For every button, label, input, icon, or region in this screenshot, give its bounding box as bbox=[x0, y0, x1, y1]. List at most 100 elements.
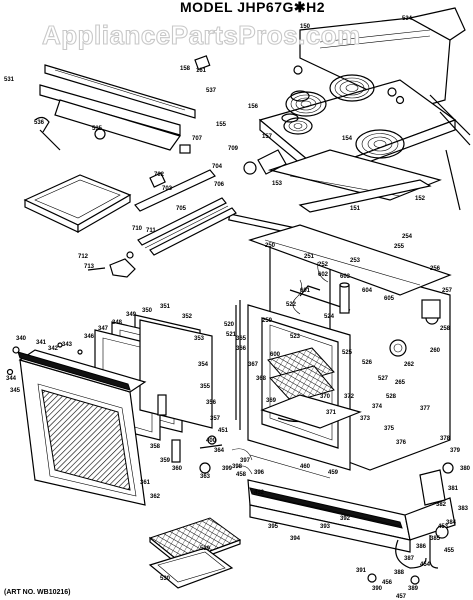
part-number-label: 344 bbox=[6, 376, 17, 382]
part-number-label: 534 bbox=[402, 16, 413, 22]
part-number-label: 389 bbox=[408, 586, 419, 592]
part-number-label: 525 bbox=[342, 350, 353, 356]
part-number-label: 255 bbox=[394, 244, 405, 250]
part-number-label: 251 bbox=[304, 254, 315, 260]
part-number-label: 392 bbox=[340, 516, 351, 522]
part-number-label: 385 bbox=[430, 536, 441, 542]
part-number-label: 382 bbox=[436, 502, 447, 508]
part-number-label: 358 bbox=[150, 444, 161, 450]
part-number-label: 384 bbox=[446, 520, 457, 526]
part-number-label: 601 bbox=[300, 288, 311, 294]
part-number-label: 537 bbox=[206, 88, 217, 94]
part-number-label: 342 bbox=[48, 346, 59, 352]
part-number-label: 705 bbox=[176, 206, 187, 212]
part-number-label: 528 bbox=[386, 394, 397, 400]
part-number-label: 703 bbox=[162, 186, 173, 192]
part-number-label: 706 bbox=[214, 182, 225, 188]
part-number-label: 259 bbox=[262, 318, 273, 324]
part-number-label: 535 bbox=[92, 126, 103, 132]
part-number-label: 381 bbox=[448, 486, 459, 492]
part-number-label: 397 bbox=[240, 458, 251, 464]
part-number-label: 387 bbox=[404, 556, 415, 562]
part-number-label: 712 bbox=[78, 254, 89, 260]
part-number-label: 455 bbox=[444, 548, 455, 554]
part-number-label: 380 bbox=[460, 466, 471, 472]
surface-burner-right-front bbox=[355, 129, 405, 159]
oven-slides bbox=[87, 144, 287, 278]
trim-assembly bbox=[34, 55, 211, 151]
part-number-label: 258 bbox=[440, 326, 451, 332]
part-number-label: 254 bbox=[402, 234, 413, 240]
part-number-label: 375 bbox=[384, 426, 395, 432]
part-number-label: 369 bbox=[266, 398, 277, 404]
part-number-label: 364 bbox=[214, 448, 225, 454]
part-number-label: 343 bbox=[62, 342, 73, 348]
surface-burner-right-rear bbox=[329, 74, 375, 102]
part-number-label: 352 bbox=[182, 314, 193, 320]
part-number-label: 399 bbox=[222, 466, 233, 472]
part-number-label: 262 bbox=[404, 362, 415, 368]
part-number-label: 536 bbox=[34, 120, 45, 126]
part-number-label: 250 bbox=[265, 243, 276, 249]
part-number-label: 523 bbox=[290, 334, 301, 340]
part-number-label: 395 bbox=[268, 524, 279, 530]
broiler-pan-assembly bbox=[148, 517, 242, 589]
part-number-label: 529 bbox=[200, 546, 211, 552]
part-number-label: 359 bbox=[160, 458, 171, 464]
part-number-label: 458 bbox=[236, 472, 247, 478]
part-number-label: 391 bbox=[356, 568, 367, 574]
part-number-label: 151 bbox=[350, 206, 361, 212]
part-number-label: 526 bbox=[362, 360, 373, 366]
part-number-label: 355 bbox=[200, 384, 211, 390]
part-number-label: 530 bbox=[160, 576, 171, 582]
watermark: AppliancePartsPros.com bbox=[42, 20, 361, 50]
part-number-label: 602 bbox=[318, 272, 329, 278]
part-number-label: 363 bbox=[200, 474, 211, 480]
part-number-label: 150 bbox=[300, 24, 311, 30]
diagram-title: MODEL JHP67G✱H2 bbox=[180, 0, 325, 15]
oven-body bbox=[235, 224, 452, 479]
part-number-label: 360 bbox=[172, 466, 183, 472]
part-number-label: 157 bbox=[262, 134, 273, 140]
part-number-label: 457 bbox=[396, 594, 407, 600]
part-number-label: 390 bbox=[372, 586, 383, 592]
part-number-label: 257 bbox=[442, 288, 453, 294]
part-number-label: 374 bbox=[372, 404, 383, 410]
part-number-label: 393 bbox=[320, 524, 331, 530]
part-callouts: 5341611581571561551541531521511505315375… bbox=[4, 16, 471, 600]
part-number-label: 265 bbox=[395, 380, 406, 386]
part-number-label: 349 bbox=[126, 312, 137, 318]
part-number-label: 527 bbox=[378, 376, 389, 382]
part-number-label: 353 bbox=[194, 336, 205, 342]
part-number-label: 707 bbox=[192, 136, 203, 142]
part-number-label: 372 bbox=[344, 394, 355, 400]
art-number: (ART NO. WB10216) bbox=[4, 589, 71, 596]
part-number-label: 379 bbox=[450, 448, 461, 454]
part-number-label: 454 bbox=[420, 562, 431, 568]
part-number-label: 396 bbox=[254, 470, 265, 476]
part-number-label: 252 bbox=[318, 262, 329, 268]
part-number-label: 710 bbox=[132, 226, 143, 232]
part-number-label: 368 bbox=[256, 376, 267, 382]
part-number-label: 386 bbox=[416, 544, 427, 550]
part-number-label: 460 bbox=[300, 464, 311, 470]
part-number-label: 451 bbox=[218, 428, 229, 434]
oven-rack bbox=[267, 347, 335, 403]
part-number-label: 400 bbox=[206, 438, 217, 444]
part-number-label: 152 bbox=[415, 196, 426, 202]
part-number-label: 603 bbox=[340, 274, 351, 280]
part-number-label: 351 bbox=[160, 304, 171, 310]
part-number-label: 524 bbox=[324, 314, 335, 320]
part-number-label: 356 bbox=[206, 400, 217, 406]
part-number-label: 600 bbox=[270, 352, 281, 358]
part-number-label: 709 bbox=[228, 146, 239, 152]
part-number-label: 704 bbox=[212, 164, 223, 170]
part-number-label: 365 bbox=[236, 336, 247, 342]
part-number-label: 256 bbox=[430, 266, 441, 272]
part-number-label: 702 bbox=[154, 172, 165, 178]
part-number-label: 362 bbox=[150, 494, 161, 500]
part-number-label: 522 bbox=[286, 302, 297, 308]
part-number-label: 361 bbox=[140, 480, 151, 486]
part-number-label: 388 bbox=[394, 570, 405, 576]
